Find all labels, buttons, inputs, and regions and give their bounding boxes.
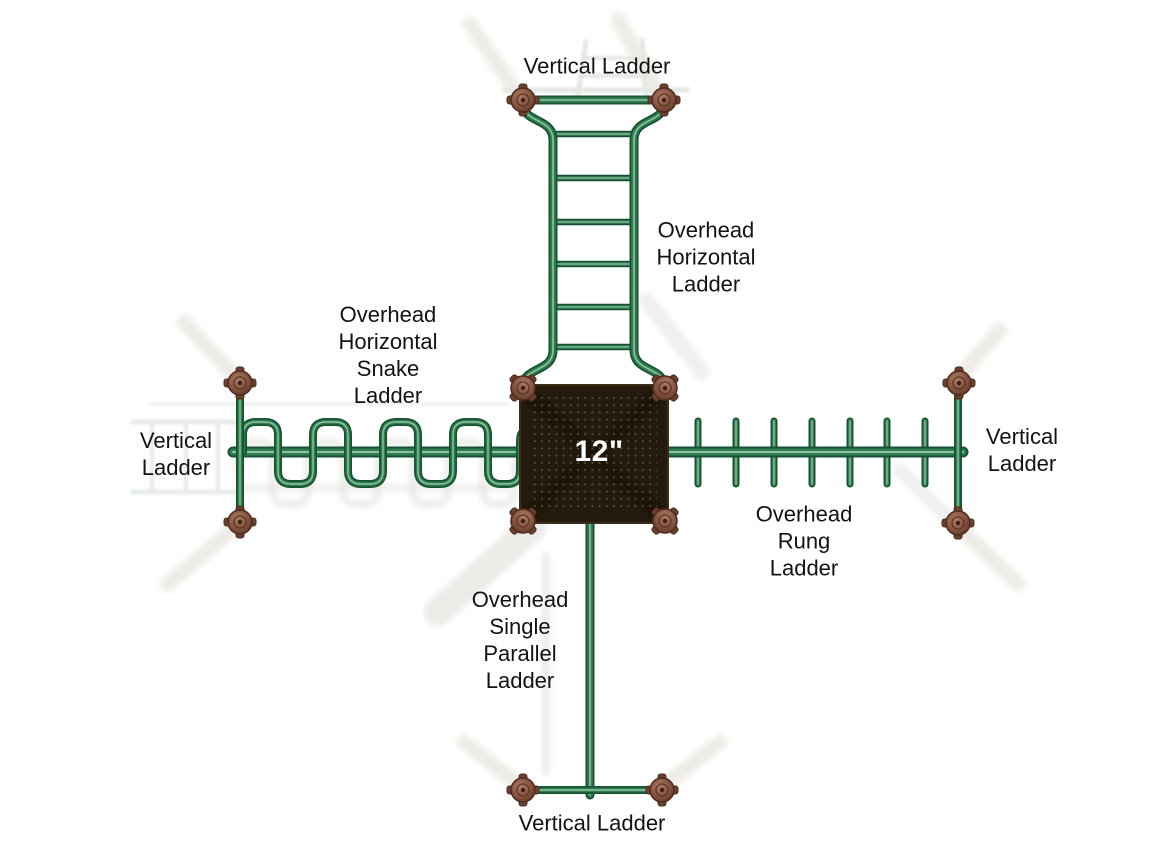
label-left-vertical-ladder: Vertical Ladder	[139, 428, 213, 480]
shadow-ghost-layer	[130, 12, 1026, 795]
label-overhead-single-parallel-ladder: Overhead Single Parallel Ladder	[471, 587, 569, 693]
center-platform	[519, 384, 669, 524]
overhead-horizontal-ladder-structure	[521, 100, 666, 387]
label-right-vertical-ladder: Vertical Ladder	[985, 424, 1059, 476]
label-top-vertical-ladder: Vertical Ladder	[523, 53, 671, 79]
label-bottom-vertical-ladder: Vertical Ladder	[518, 810, 666, 836]
label-overhead-rung-ladder: Overhead Rung Ladder	[755, 501, 853, 581]
platform-size-label: 12"	[574, 435, 624, 468]
label-overhead-horizontal-ladder: Overhead Horizontal Ladder	[656, 217, 756, 297]
label-overhead-horizontal-snake-ladder: Overhead Horizontal Snake Ladder	[338, 302, 438, 408]
